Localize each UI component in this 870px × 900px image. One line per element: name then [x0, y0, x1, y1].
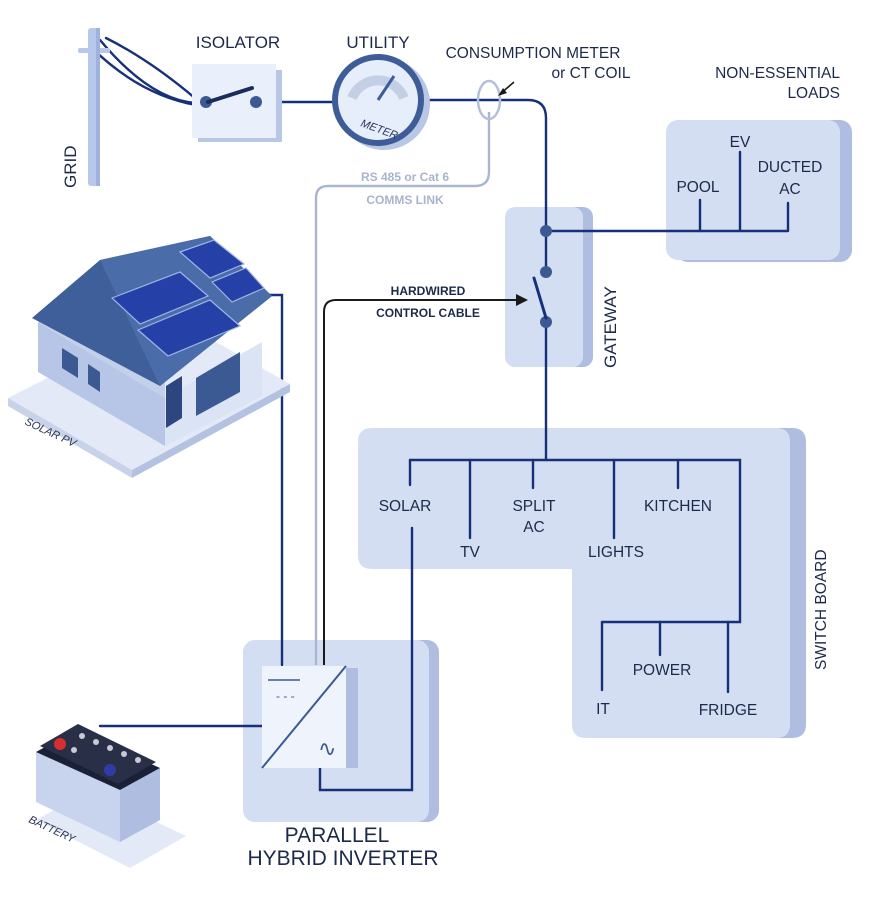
comms-link-wire [314, 112, 491, 665]
battery-icon [36, 724, 186, 868]
circuit-solar: SOLAR [379, 498, 432, 515]
inverter-icon: - - - ∿ [261, 665, 358, 769]
switch-board-panel [358, 428, 806, 738]
ct-coil-label: or CT COIL [552, 65, 631, 82]
consumption-meter-label: CONSUMPTION METER [446, 45, 621, 62]
gateway-panel [505, 207, 593, 367]
circuit-split-ac: SPLIT [512, 498, 556, 515]
hardwired-label-2: CONTROL CABLE [376, 306, 480, 320]
inverter-ac-symbol: ∿ [318, 737, 336, 762]
inverter-label: PARALLEL [285, 824, 390, 847]
utility-label: UTILITY [346, 33, 409, 52]
circuit-it: IT [596, 701, 610, 718]
inverter-label-2: HYBRID INVERTER [248, 847, 439, 870]
circuit-tv: TV [460, 544, 480, 561]
circuit-fridge: FRIDGE [699, 702, 758, 719]
control-cable-wire [323, 299, 520, 665]
solar-circuit-wire [318, 526, 414, 792]
nonessential-branches [698, 150, 790, 233]
load-pool: POOL [676, 179, 719, 196]
load-ducted-ac-2: AC [779, 181, 801, 198]
switchboard-bus [408, 458, 742, 624]
circuit-split-ac-2: AC [523, 519, 545, 536]
meter-icon [332, 54, 430, 150]
switch-board-label: SWITCH BOARD [813, 549, 830, 670]
gateway-label: GATEWAY [601, 286, 620, 368]
house-icon [8, 236, 290, 478]
meter-gateway-wire [426, 98, 548, 233]
circuit-power: POWER [633, 662, 692, 679]
isolator-switch-icon [192, 64, 282, 142]
ct-pointer-head [498, 88, 507, 96]
comms-link-label: RS 485 or Cat 6 [361, 170, 449, 184]
pv-inverter-wire [266, 293, 284, 667]
utility-pole-icon [78, 28, 110, 186]
grid-wire-2 [90, 46, 198, 107]
non-essential-label: NON-ESSENTIAL [715, 65, 840, 82]
inverter-dc-symbol: - - - [276, 689, 295, 703]
grid-wire [98, 38, 198, 105]
non-essential-label-2: LOADS [787, 85, 840, 102]
load-ev: EV [730, 134, 751, 151]
comms-link-label-2: COMMS LINK [366, 193, 444, 207]
ct-coil-icon [476, 79, 502, 121]
non-essential-loads-panel [666, 120, 852, 262]
grid-wire-3 [104, 36, 198, 101]
grid-label: GRID [61, 146, 80, 189]
circuit-kitchen: KITCHEN [644, 498, 712, 515]
switchboard-branches-top [408, 458, 680, 540]
load-ducted-ac: DUCTED [758, 159, 823, 176]
control-cable-arrow [516, 294, 528, 306]
gateway-switch-icon [532, 225, 552, 328]
isolator-label: ISOLATOR [196, 33, 280, 52]
switchboard-branches-bottom [600, 620, 730, 694]
circuit-lights: LIGHTS [588, 544, 644, 561]
hardwired-label: HARDWIRED [391, 284, 466, 298]
